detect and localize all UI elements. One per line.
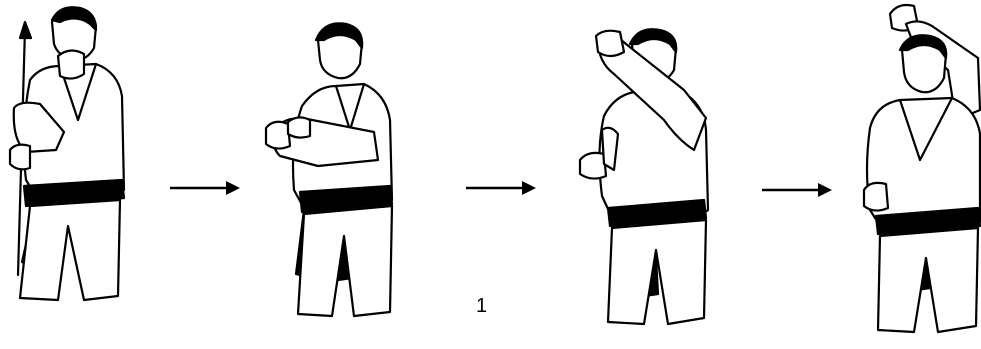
step-figure-3 xyxy=(574,0,724,349)
step-figure-2 xyxy=(258,0,408,349)
arrow-right-icon xyxy=(760,180,834,200)
step-figure-4 xyxy=(856,0,981,349)
arrow-right-icon xyxy=(464,178,538,198)
arrow-right-icon xyxy=(168,178,242,198)
figure-caption: 1 xyxy=(476,294,487,318)
step-figure-1 xyxy=(0,0,140,349)
